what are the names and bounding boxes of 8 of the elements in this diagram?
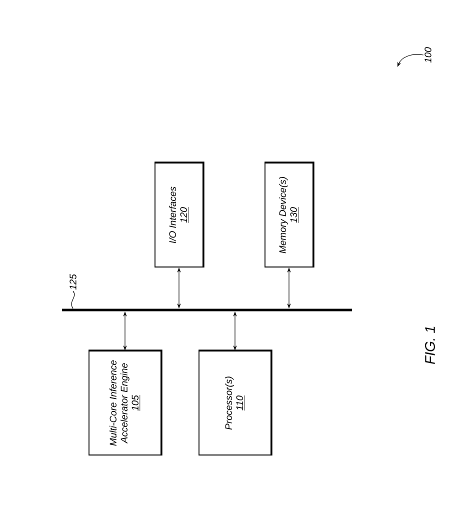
component-box: I/O Interfaces 120 <box>154 162 204 268</box>
figure-caption: FIG. 1 <box>425 326 435 364</box>
reference-number: 125 <box>70 274 76 290</box>
component-box: Memory Device(s) 130 <box>264 162 314 268</box>
component-box: Processor(s) 110 <box>198 350 272 456</box>
reference-number: 100 <box>424 47 432 63</box>
leader-line <box>71 290 75 309</box>
component-box: Multi-Core Inference Accelerator Engine 105 <box>88 350 162 456</box>
